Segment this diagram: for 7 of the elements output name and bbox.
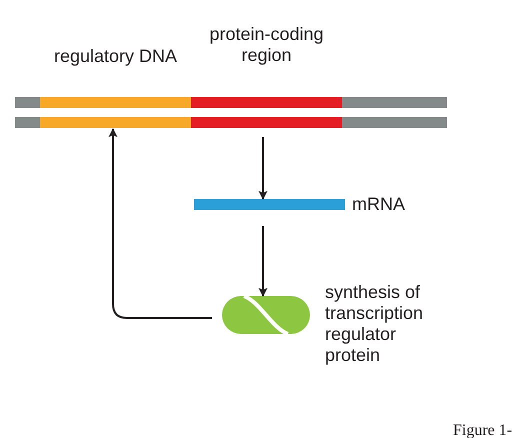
arrow [258,226,268,297]
arrow [258,137,268,200]
molecule-label: mRNA [352,194,406,215]
region-label: regulatory DNA [52,46,178,67]
region-label: protein-coding region [208,24,325,66]
process-label: synthesis of transcription regulator protein [325,282,424,366]
arrow [108,128,212,319]
